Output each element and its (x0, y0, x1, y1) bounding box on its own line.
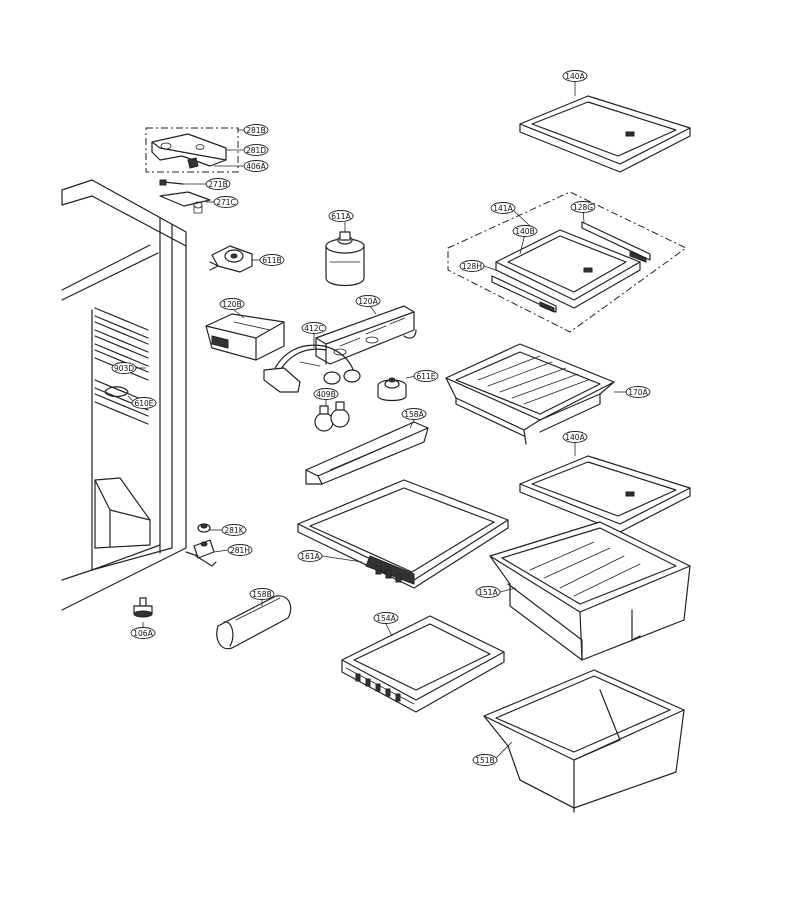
svg-text:128G: 128G (573, 203, 593, 212)
callout-140a-top: 140A (562, 70, 588, 82)
callout-140b: 140B (512, 225, 538, 237)
svg-text:281K: 281K (224, 526, 244, 535)
callout-158b: 158B (249, 588, 275, 600)
shelf-140a-middle (519, 455, 691, 533)
callout-903d: 903D (111, 362, 137, 374)
callout-158a: 158A (401, 408, 427, 420)
svg-text:611A: 611A (331, 212, 351, 221)
callout-140a-middle: 140A (562, 431, 588, 443)
svg-text:140A: 140A (565, 433, 585, 442)
lamp-housing-120a (315, 305, 417, 365)
callout-409b: 409B (313, 388, 339, 400)
svg-text:281B: 281B (246, 126, 265, 135)
callout-128h: 128H (459, 260, 485, 272)
svg-text:611B: 611B (262, 256, 281, 265)
callout-611e: 611E (413, 370, 439, 382)
svg-text:281H: 281H (230, 546, 250, 555)
svg-text:151A: 151A (478, 588, 498, 597)
lamp-socket-611b (209, 245, 253, 273)
drawer-cover-154a (341, 615, 505, 713)
callout-120b: 120B (219, 298, 245, 310)
svg-text:120A: 120A (358, 297, 378, 306)
callout-128g: 128G (570, 201, 596, 213)
svg-text:120B: 120B (222, 300, 241, 309)
bulbs-409b (314, 401, 350, 432)
leveling-foot-106a (133, 597, 153, 618)
harness-412c (263, 344, 361, 393)
callout-610e: 610E (131, 397, 157, 409)
glass-shelf-161a (297, 479, 509, 589)
callout-406a: 406A (243, 160, 269, 172)
callout-412c: 412C (301, 322, 327, 334)
cover-158b (216, 595, 292, 650)
drawer-151a (489, 521, 691, 661)
svg-text:409B: 409B (316, 390, 335, 399)
tray-170a (445, 343, 615, 445)
svg-text:610E: 610E (134, 399, 153, 408)
svg-text:271C: 271C (216, 198, 236, 207)
callout-141a: 141A (490, 202, 516, 214)
callout-154a: 154A (373, 612, 399, 624)
sensor-281k (197, 523, 211, 533)
svg-text:128H: 128H (462, 262, 482, 271)
callout-281b: 281B (243, 124, 269, 136)
control-box-assembly (145, 127, 239, 214)
callout-151b: 151B (472, 754, 498, 766)
shelf-assembly-141a (447, 191, 687, 333)
sensor-281h (185, 539, 217, 567)
svg-text:140B: 140B (515, 227, 534, 236)
svg-text:281D: 281D (246, 146, 266, 155)
callout-271c: 271C (213, 196, 239, 208)
lamp-cover-120b (205, 313, 285, 361)
svg-text:151B: 151B (475, 756, 494, 765)
svg-text:158B: 158B (252, 590, 271, 599)
callout-161a: 161A (297, 550, 323, 562)
svg-text:406A: 406A (246, 162, 266, 171)
trim-158a (305, 421, 429, 485)
svg-text:412C: 412C (304, 324, 324, 333)
svg-text:611E: 611E (416, 372, 435, 381)
socket-611e (377, 377, 407, 402)
svg-text:158A: 158A (404, 410, 424, 419)
cylinder-611a (325, 231, 365, 287)
callout-281d: 281D (243, 144, 269, 156)
drawer-151b (483, 669, 685, 813)
callout-611b: 611B (259, 254, 285, 266)
callout-170a: 170A (625, 386, 651, 398)
svg-text:140A: 140A (565, 72, 585, 81)
callout-281h: 281H (227, 544, 253, 556)
svg-text:106A: 106A (133, 629, 153, 638)
callout-271b: 271B (205, 178, 231, 190)
callout-611a: 611A (328, 210, 354, 222)
svg-text:161A: 161A (300, 552, 320, 561)
callout-151a: 151A (475, 586, 501, 598)
svg-text:271B: 271B (208, 180, 227, 189)
fridge-cabinet (61, 179, 187, 611)
svg-text:903D: 903D (114, 364, 134, 373)
svg-text:154A: 154A (376, 614, 396, 623)
callout-120a: 120A (355, 295, 381, 307)
callout-281k: 281K (221, 524, 247, 536)
svg-text:170A: 170A (628, 388, 648, 397)
callout-labels: 140A 281B 281D 406A 271B 271C 611A 141A … (111, 70, 651, 766)
svg-text:141A: 141A (493, 204, 513, 213)
callout-106a: 106A (130, 627, 156, 639)
shelf-140a-top (519, 95, 691, 173)
